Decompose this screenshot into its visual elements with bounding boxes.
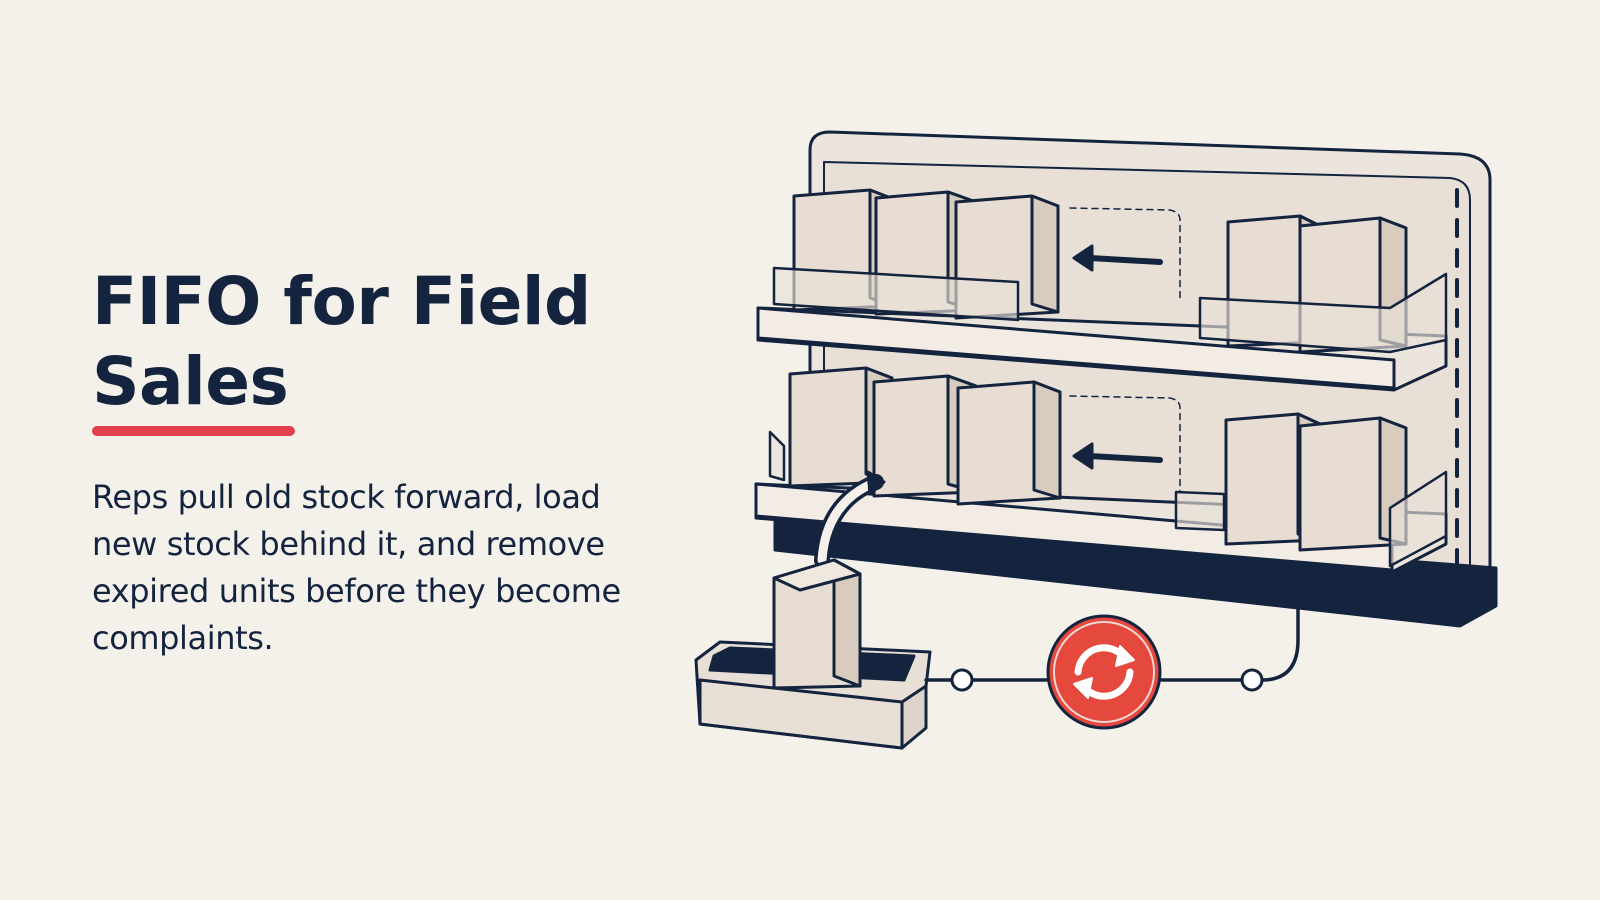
upper-front-rail <box>772 266 1020 322</box>
arrow-left-icon <box>1072 442 1163 470</box>
lower-new-stock <box>1224 412 1408 552</box>
lower-front-rail <box>768 430 786 482</box>
description: Reps pull old stock forward, load new st… <box>92 478 621 657</box>
title-underline <box>92 426 295 436</box>
text-panel: FIFO for Field Sales Reps pull old stock… <box>92 262 672 662</box>
flow-node <box>1240 668 1264 692</box>
lower-end-rail <box>1174 490 1226 532</box>
arrow-left-icon <box>1072 244 1163 272</box>
fifo-shelf-illustration <box>694 130 1498 750</box>
refresh-icon <box>1046 614 1162 730</box>
upper-end-rail <box>1198 272 1448 354</box>
remove-expired-arrow <box>814 470 886 568</box>
lower-old-stock <box>788 366 1062 506</box>
expired-box <box>772 558 862 690</box>
arrow-up-icon <box>1284 564 1312 584</box>
stock-box <box>956 380 1062 506</box>
expired-bin <box>694 558 932 750</box>
flow-node <box>950 668 974 692</box>
empty-slot-markers <box>1069 207 1181 493</box>
lower-end-panel <box>1388 470 1448 568</box>
page-title: FIFO for Field Sales <box>92 263 591 420</box>
rotation-flow-line <box>924 564 1312 692</box>
